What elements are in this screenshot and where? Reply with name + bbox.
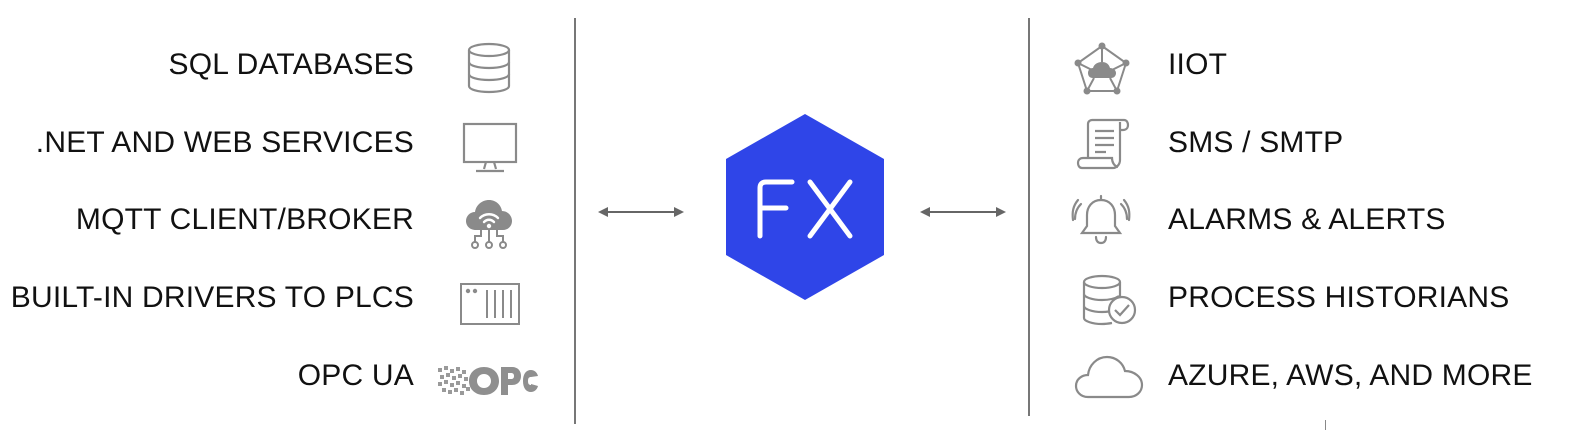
right-double-arrow: [920, 207, 1006, 217]
left-divider: [574, 18, 576, 424]
output-label-alarms-alerts: ALARMS & ALERTS: [1168, 203, 1446, 236]
cloud-icon: [1074, 355, 1144, 399]
scroll-document-icon: [1076, 118, 1130, 170]
plc-driver-icon: [460, 283, 520, 325]
fx-hexagon-logo: FX: [726, 114, 884, 300]
output-label-cloud-services: AZURE, AWS, AND MORE: [1168, 359, 1533, 392]
input-label-net-web-services: .NET AND WEB SERVICES: [35, 126, 414, 159]
database-icon: [467, 42, 511, 94]
cloud-network-icon: [466, 200, 512, 249]
input-label-opc-ua: OPC UA: [297, 359, 414, 392]
input-label-sql-databases: SQL DATABASES: [168, 48, 414, 81]
left-double-arrow: [598, 207, 684, 217]
input-label-plc-drivers: BUILT-IN DRIVERS TO PLCS: [10, 281, 414, 314]
database-check-icon: [1082, 274, 1137, 326]
bottom-tick-mark: [1325, 420, 1326, 430]
output-label-iiot: IIOT: [1168, 48, 1228, 81]
output-label-sms-smtp: SMS / SMTP: [1168, 126, 1344, 159]
alarm-bell-icon: [1071, 194, 1131, 245]
opc-logo-icon: [438, 366, 538, 395]
hexagon-shape: [726, 114, 884, 300]
output-label-process-historians: PROCESS HISTORIANS: [1168, 281, 1510, 314]
right-divider: [1028, 18, 1030, 416]
input-label-mqtt: MQTT CLIENT/BROKER: [75, 203, 414, 236]
iiot-network-icon: [1074, 42, 1130, 95]
monitor-icon: [462, 122, 518, 173]
